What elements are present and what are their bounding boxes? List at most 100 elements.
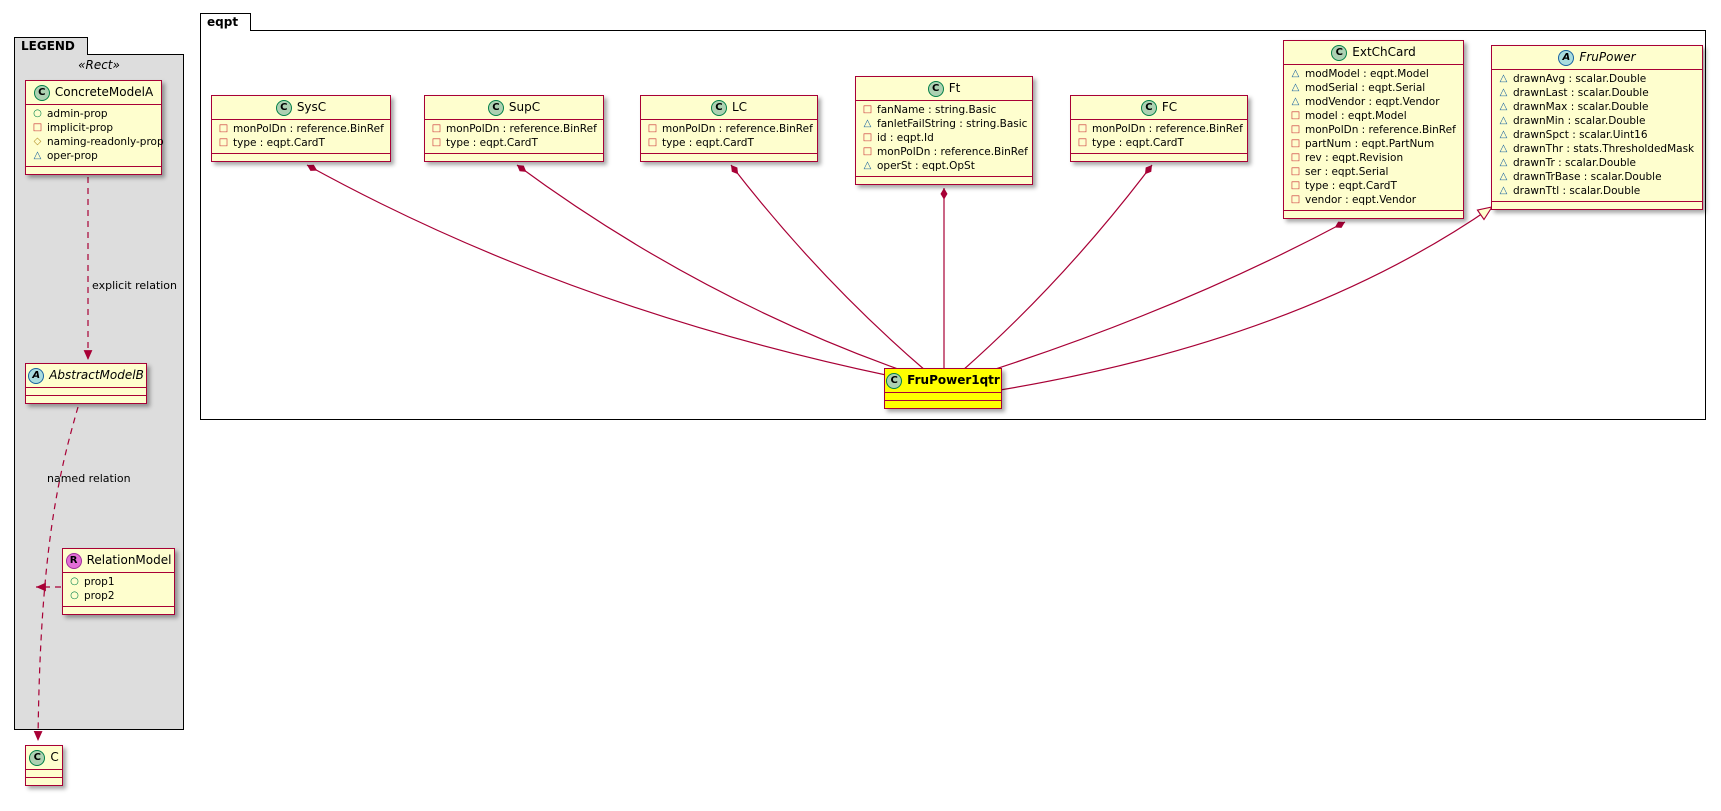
class-name: FruPower: [1579, 50, 1636, 64]
class-header: C SupC: [425, 96, 603, 119]
class-member: drawnTtl : scalar.Double: [1492, 184, 1702, 198]
member-visibility-icon: [32, 135, 43, 149]
member-visibility-icon: [1290, 137, 1301, 151]
class-spot-icon: A: [1558, 49, 1575, 66]
class-name: Ft: [948, 81, 961, 95]
member-visibility-icon: [1290, 151, 1301, 165]
explicit-relation-label: explicit relation: [92, 279, 178, 292]
class-fc: C FC monPolDn : reference.BinRef type : …: [1070, 95, 1248, 162]
member-text: drawnSpct : scalar.Uint16: [1513, 129, 1648, 141]
member-visibility-icon: [431, 122, 442, 136]
class-fields-empty: [26, 769, 62, 777]
class-header: R RelationModel: [63, 549, 174, 572]
member-visibility-icon: [218, 136, 229, 150]
member-text: fanName : string.Basic: [877, 104, 997, 116]
class-member: implicit-prop: [26, 121, 161, 135]
class-member: drawnAvg : scalar.Double: [1492, 72, 1702, 86]
class-concretemodela: C ConcreteModelA admin-prop implicit-pro…: [25, 80, 164, 175]
member-text: naming-readonly-prop: [47, 136, 164, 148]
member-visibility-icon: [862, 103, 873, 117]
member-visibility-icon: [1290, 193, 1301, 207]
class-extchcard: C ExtChCard modModel : eqpt.Model modSer…: [1283, 40, 1464, 219]
member-visibility-icon: [32, 149, 43, 163]
class-name: LC: [731, 100, 748, 114]
member-text: type : eqpt.CardT: [446, 137, 538, 149]
class-fields-empty: [26, 387, 146, 395]
class-header: C FruPower1qtr: [885, 369, 1001, 392]
generalization-edge-frupower1qtr-frupower: [999, 207, 1492, 391]
class-frupower1qtr: C FruPower1qtr: [884, 368, 1002, 409]
class-spot-icon: R: [65, 552, 82, 569]
class-name: SupC: [508, 100, 541, 114]
composition-edge-frupower1qtr-extchcard: [979, 221, 1346, 375]
member-text: drawnMin : scalar.Double: [1513, 115, 1646, 127]
class-name: AbstractModelB: [49, 368, 144, 382]
member-visibility-icon: [1290, 67, 1301, 81]
class-spot-icon: C: [710, 99, 727, 116]
member-text: model : eqpt.Model: [1305, 110, 1407, 122]
class-supc: C SupC monPolDn : reference.BinRef type …: [424, 95, 604, 162]
class-member: oper-prop: [26, 149, 161, 163]
member-text: fanletFailString : string.Basic: [877, 118, 1028, 130]
member-text: monPolDn : reference.BinRef: [662, 123, 813, 135]
class-header: C LC: [641, 96, 817, 119]
member-visibility-icon: [1498, 72, 1509, 86]
member-visibility-icon: [1498, 142, 1509, 156]
class-spot-icon: C: [1331, 44, 1348, 61]
class-c: C C: [25, 745, 63, 786]
class-fields: prop1 prop2: [63, 572, 174, 606]
class-spot-icon: C: [886, 372, 903, 389]
class-member: type : eqpt.CardT: [212, 136, 390, 150]
class-fields: monPolDn : reference.BinRef type : eqpt.…: [425, 119, 603, 153]
class-methods-empty: [885, 400, 1001, 408]
class-member: naming-readonly-prop: [26, 135, 164, 149]
member-visibility-icon: [1498, 184, 1509, 198]
member-text: monPolDn : reference.BinRef: [1092, 123, 1243, 135]
member-text: admin-prop: [47, 108, 108, 120]
class-name: FruPower1qtr: [907, 373, 1000, 387]
class-spot-icon: C: [927, 80, 944, 97]
member-visibility-icon: [1290, 81, 1301, 95]
class-member: type : eqpt.CardT: [1284, 179, 1463, 193]
member-text: partNum : eqpt.PartNum: [1305, 138, 1435, 150]
class-member: fanletFailString : string.Basic: [856, 117, 1032, 131]
member-visibility-icon: [32, 107, 43, 121]
class-methods-empty: [425, 153, 603, 161]
class-header: C SysC: [212, 96, 390, 119]
class-member: prop1: [63, 575, 174, 589]
member-visibility-icon: [69, 589, 80, 603]
named-relation-edge: [33, 406, 79, 742]
class-member: operSt : eqpt.OpSt: [856, 159, 1032, 173]
member-text: type : eqpt.CardT: [662, 137, 754, 149]
eqpt-package-tab: eqpt: [200, 13, 252, 31]
class-frupower: A FruPower drawnAvg : scalar.Double draw…: [1491, 45, 1703, 210]
legend-package-tab: LEGEND: [14, 37, 88, 55]
class-header: C C: [26, 746, 62, 769]
class-name: SysC: [296, 100, 327, 114]
class-member: drawnTr : scalar.Double: [1492, 156, 1702, 170]
class-methods-empty: [212, 153, 390, 161]
class-spot-icon: C: [29, 749, 46, 766]
member-visibility-icon: [862, 159, 873, 173]
class-header: A AbstractModelB: [26, 364, 146, 387]
legend-stereotype-label: «Rect»: [78, 58, 120, 72]
composition-edge-frupower1qtr-sysc: [306, 164, 901, 379]
class-member: drawnSpct : scalar.Uint16: [1492, 128, 1702, 142]
class-member: monPolDn : reference.BinRef: [1284, 123, 1463, 137]
class-member: drawnMin : scalar.Double: [1492, 114, 1702, 128]
class-methods-empty: [641, 153, 817, 161]
class-methods-empty: [26, 777, 62, 785]
member-text: modModel : eqpt.Model: [1305, 68, 1429, 80]
class-member: partNum : eqpt.PartNum: [1284, 137, 1463, 151]
class-fields: admin-prop implicit-prop naming-readonly…: [26, 104, 164, 166]
composition-edge-frupower1qtr-supc: [516, 164, 913, 375]
class-spot-icon: A: [28, 367, 45, 384]
member-visibility-icon: [1290, 165, 1301, 179]
member-text: oper-prop: [47, 150, 98, 162]
member-visibility-icon: [1498, 100, 1509, 114]
member-visibility-icon: [1290, 95, 1301, 109]
member-text: type : eqpt.CardT: [233, 137, 325, 149]
class-abstractmodelb: A AbstractModelB: [25, 363, 147, 404]
member-visibility-icon: [1290, 123, 1301, 137]
